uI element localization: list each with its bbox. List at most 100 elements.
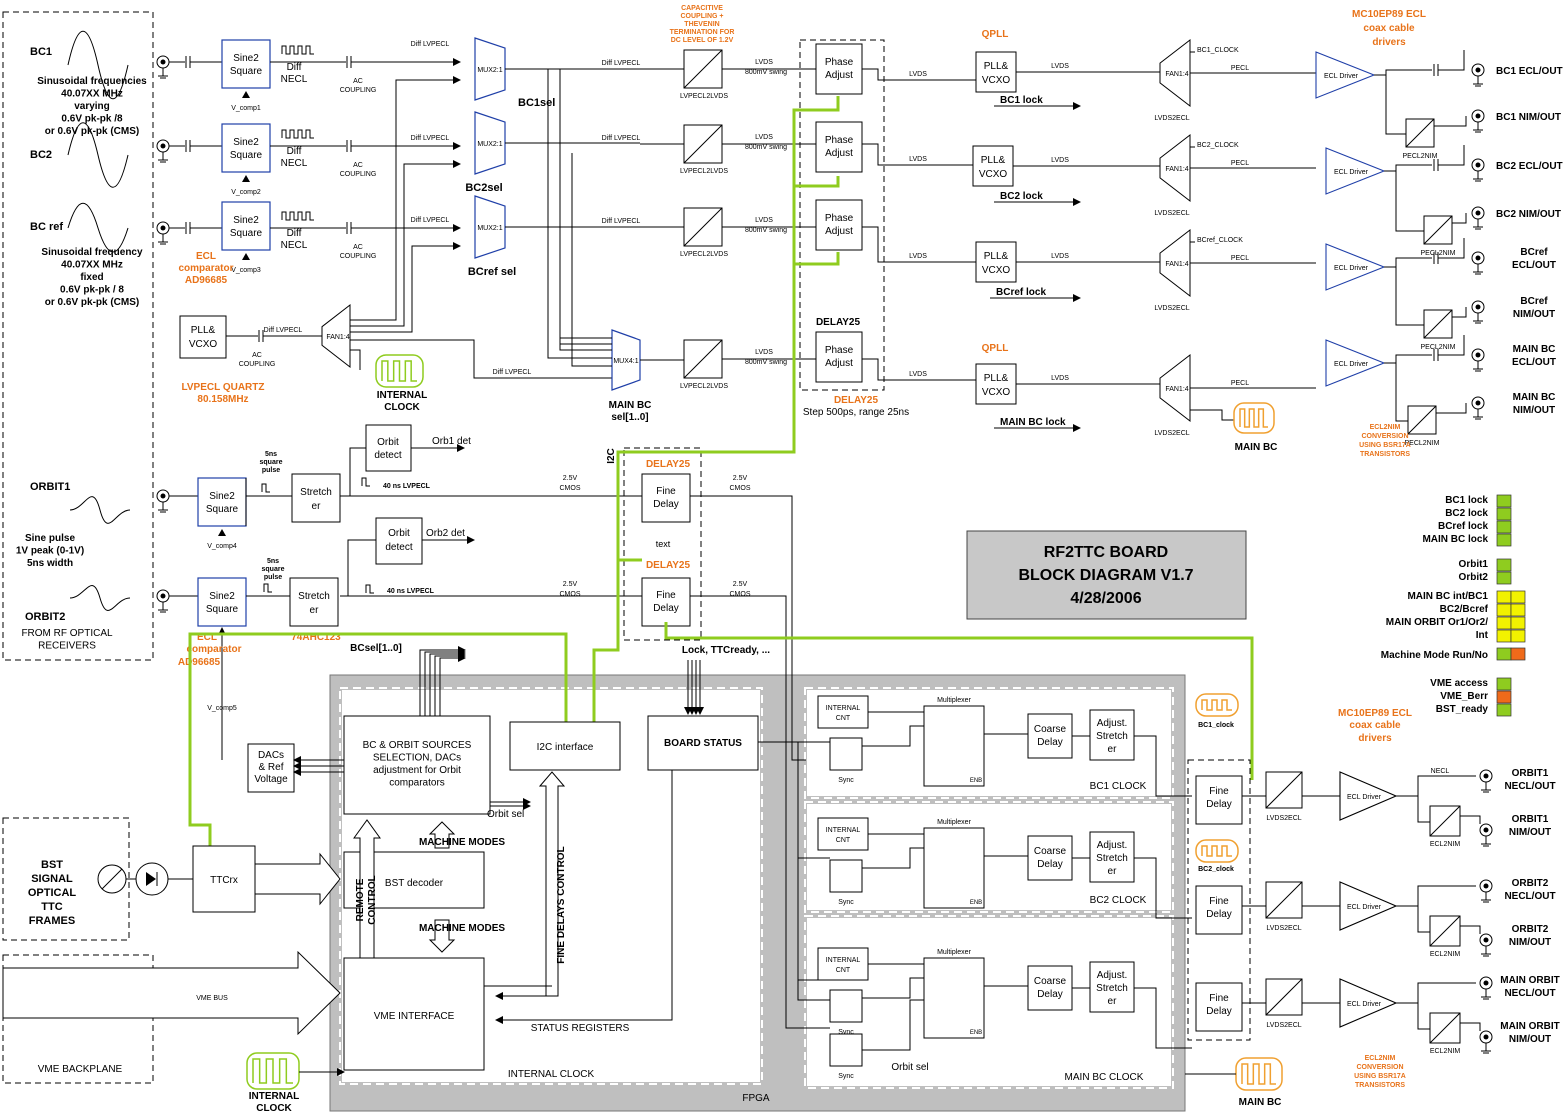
bc1-sync-block (829, 737, 863, 771)
coarse-delay-label: Coarse (1034, 976, 1067, 987)
output-label: BCref (1520, 247, 1548, 258)
bcref-fanout-block (1159, 228, 1191, 298)
led-label: Orbit2 (1459, 572, 1489, 583)
i2c-interface-block (509, 721, 621, 771)
bc-orbit-sources-label: adjustment for Orbit (373, 765, 461, 776)
mainbc-osc-bottom-icon-wave (1241, 1063, 1276, 1085)
pecl2nim-label: PECL2NIM (1402, 153, 1437, 160)
orbit-fine-delay-block (641, 577, 691, 627)
bc1-internal-cnt-block (817, 695, 869, 729)
wire (419, 646, 466, 716)
pll-label: PLL& (191, 325, 216, 336)
ecl2nim-block-slash (1429, 915, 1461, 947)
diff-necl-label: Diff (287, 146, 302, 157)
lvds-label: LVDS (1051, 157, 1069, 164)
wire (1384, 257, 1432, 268)
vme-led (1496, 690, 1512, 704)
adjust-stretcher-label: Stretch (1096, 853, 1128, 864)
wire (1134, 857, 1192, 919)
ac-coupling-label: AC (353, 244, 363, 251)
internal-cnt-label: CNT (836, 967, 851, 974)
orbit-sel-label: Orbit sel (487, 809, 524, 820)
sine2square-label: Sine2 (233, 215, 259, 226)
wire (1438, 145, 1465, 166)
output-label: ORBIT1 (1512, 768, 1549, 779)
delay25-title: DELAY25 (816, 317, 861, 328)
output-connector-icon-pin (1475, 210, 1481, 216)
ecl-comparator-upper: AD96685 (185, 275, 228, 286)
ecl2nim-conversion-upper: CONVERSION (1361, 433, 1408, 440)
ecl2nim-conversion-upper: USING BSR17A (1359, 442, 1411, 449)
bc2-clock-label: BC2 CLOCK (1090, 895, 1147, 906)
lock-led (1496, 507, 1512, 521)
lvpecl2lvds-label: LVPECL2LVDS (680, 383, 728, 390)
output-label: NIM/OUT (1509, 937, 1551, 948)
source-led (1496, 629, 1512, 643)
pulse-icon (361, 477, 370, 487)
stretcher-label: Stretch (298, 591, 330, 602)
pecl2nim-label: PECL2NIM (1404, 440, 1439, 447)
wire (1452, 307, 1467, 318)
bcref-mux-block (474, 195, 506, 259)
orb1det-label: Orb1 det (432, 436, 471, 447)
i2c-bus (794, 176, 840, 188)
rf-input-connector-icon-pin (160, 59, 166, 65)
pll-label: VCXO (189, 339, 218, 350)
diff-necl-wave-icon (281, 45, 314, 55)
adjust-stretcher-label: Adjust. (1097, 840, 1128, 851)
bc1-qpll-block (975, 51, 1017, 93)
output-label: MAIN ORBIT (1500, 1021, 1559, 1032)
vcomp-arrow-icon (242, 175, 250, 182)
bcref-mux-block-label: MUX2:1 (477, 225, 502, 232)
led-label: BST_ready (1436, 704, 1489, 715)
wire (424, 648, 466, 716)
fine-delay-label: Fine (1209, 786, 1229, 797)
diff-lvpecl-label: Diff LVPECL (411, 217, 450, 224)
fine-delay-label: Delay (1206, 1006, 1232, 1017)
internal-clock-bottom-icon-wave (252, 1058, 293, 1084)
lvpecl-quartz-label: 80.158MHz (197, 394, 248, 405)
bc2-ecl-driver-label: ECL Driver (1334, 169, 1369, 176)
sine-pulse-text: 1V peak (0-1V) (16, 546, 84, 557)
orbit1-connector-icon-pin (160, 493, 166, 499)
ns5-pulse-label: pulse (262, 467, 280, 474)
wire (690, 495, 806, 761)
placeholder-text: text (656, 539, 671, 549)
orbit-ecl-driver-label: ECL Driver (1347, 794, 1382, 801)
wire (1395, 267, 1424, 326)
vme-led (1496, 677, 1512, 691)
coarse-delay-label: Delay (1037, 859, 1063, 870)
lvds2ecl-label: LVDS2ECL (1154, 305, 1189, 312)
quartz-fanout-block-label: FAN1:4 (326, 334, 349, 341)
enb-label: ENB (970, 900, 982, 906)
pulse-icon (263, 583, 272, 593)
wire (350, 339, 612, 379)
led-label: BC2 lock (1445, 508, 1488, 519)
bc2-ecl-driver (1325, 147, 1386, 195)
lock-led (1496, 494, 1512, 508)
source-led (1496, 616, 1512, 630)
output-connector-icon-pin (1483, 980, 1489, 986)
lvpecl-quartz-label: LVPECL QUARTZ (182, 382, 265, 393)
diff-lvpecl-label: Diff LVPECL (411, 41, 450, 48)
board-status-label: BOARD STATUS (664, 738, 742, 749)
remote-control-label: CONTROL (367, 875, 378, 924)
adjust-stretcher-label: Stretch (1096, 731, 1128, 742)
wire (1460, 815, 1481, 824)
mainbc-ecl-driver (1325, 339, 1386, 387)
lvpecl2lvds-block-slash (683, 339, 723, 379)
title-line: RF2TTC BOARD (1044, 544, 1168, 561)
wire (1384, 164, 1432, 172)
sine2square-block (197, 477, 247, 527)
lvds-label: LVDS (909, 156, 927, 163)
adjust-stretcher-label: Adjust. (1097, 970, 1128, 981)
bc1-sine-icon (67, 31, 129, 99)
output-fine-delay-block (1195, 775, 1243, 825)
pecl-label: PECL (1231, 65, 1249, 72)
output-connector-icon-pin (1483, 1034, 1489, 1040)
wire (1438, 50, 1465, 71)
led-label: VME_Berr (1440, 691, 1488, 702)
pecl2nim-label: PECL2NIM (1420, 344, 1455, 351)
sine2square-label: Sine2 (209, 491, 235, 502)
sin-fix-text: or 0.6V pk-pk (CMS) (45, 297, 139, 308)
